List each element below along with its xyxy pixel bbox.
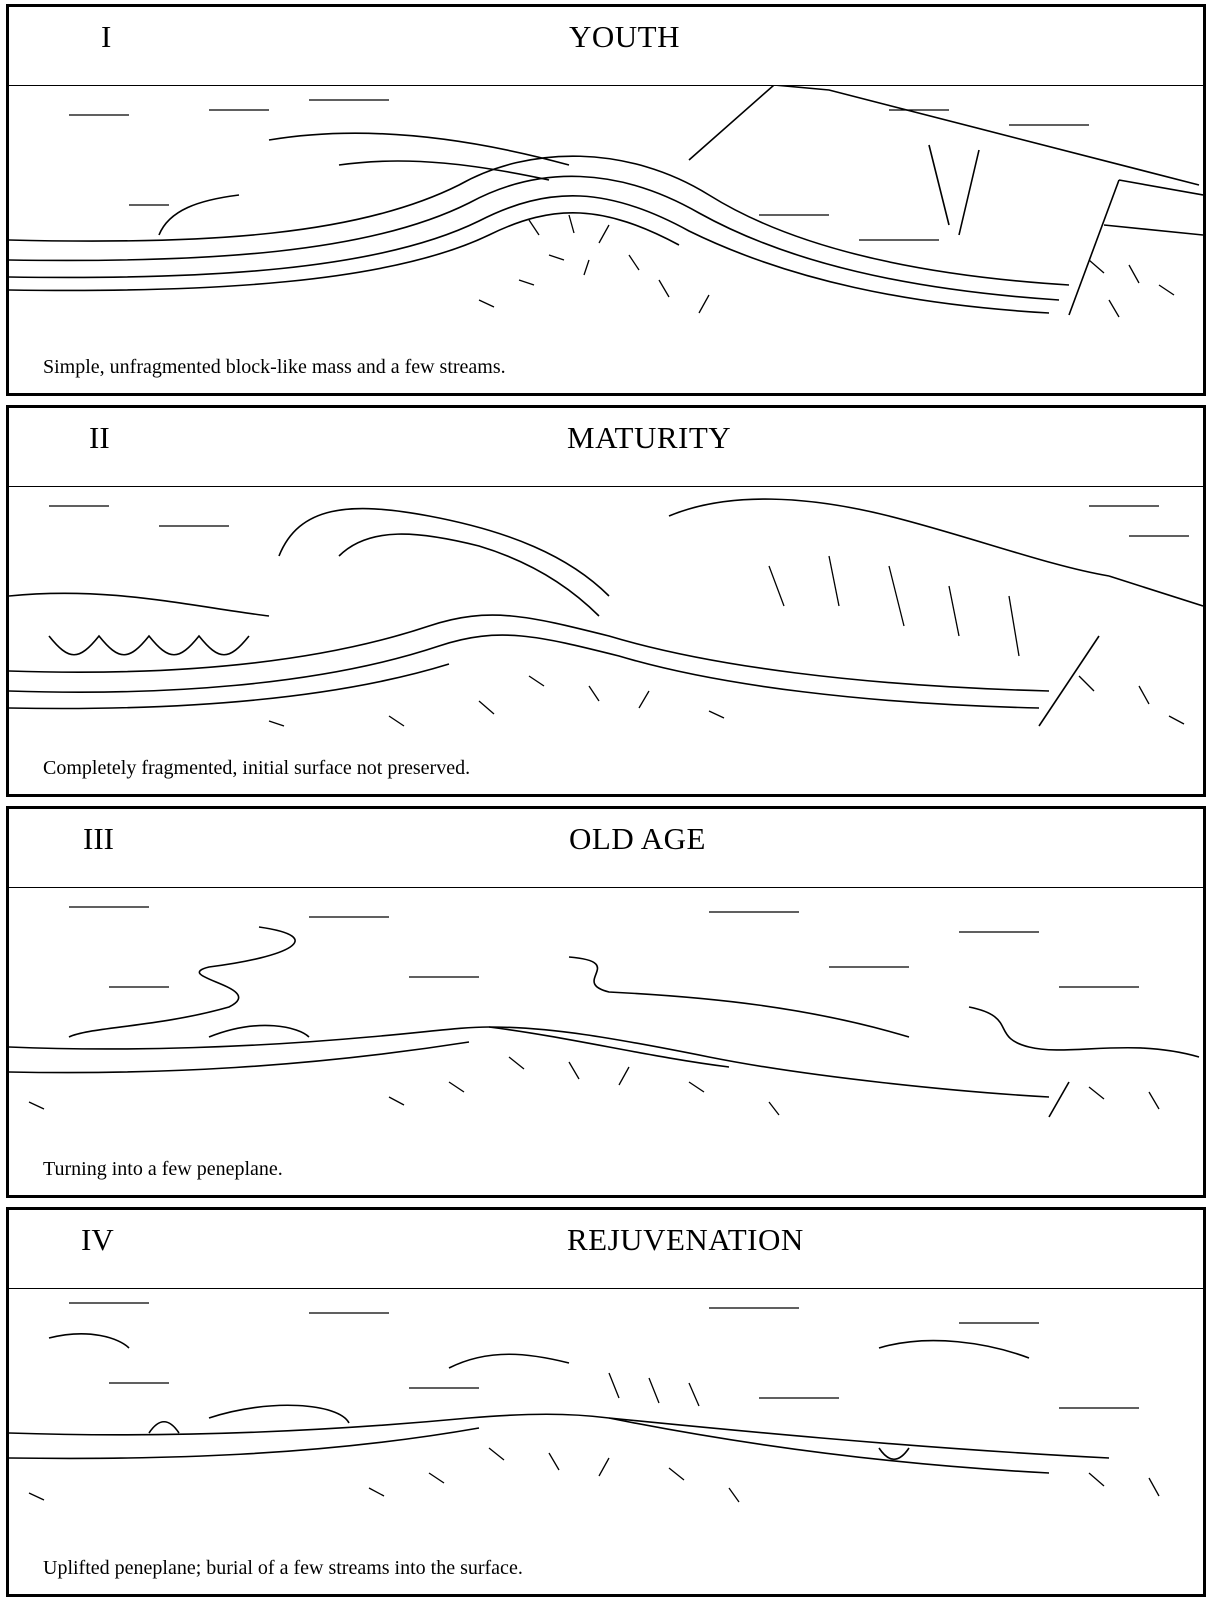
- panel-youth: I YOUTH: [6, 4, 1206, 396]
- stage-caption: Uplifted peneplane; burial of a few stre…: [43, 1557, 523, 1580]
- stage-numeral: II: [89, 420, 110, 456]
- stage-caption: Simple, unfragmented block-like mass and…: [43, 356, 506, 379]
- panel-old-age: III OLD AGE Turning into a few peneplane…: [6, 806, 1206, 1198]
- youth-landscape-illustration: [9, 85, 1203, 335]
- stage-numeral: I: [101, 19, 111, 55]
- panel-rejuvenation: IV REJUVENATION Uplifte: [6, 1207, 1206, 1597]
- stage-title: REJUVENATION: [567, 1222, 804, 1258]
- stage-title: OLD AGE: [569, 821, 706, 857]
- stage-title: MATURITY: [567, 420, 731, 456]
- stage-caption: Turning into a few peneplane.: [43, 1158, 283, 1181]
- rejuvenation-landscape-illustration: [9, 1288, 1203, 1538]
- stage-caption: Completely fragmented, initial surface n…: [43, 757, 470, 780]
- panel-maturity: II MATURITY Completely: [6, 405, 1206, 797]
- maturity-landscape-illustration: [9, 486, 1203, 736]
- stage-numeral: III: [83, 821, 114, 857]
- old-age-landscape-illustration: [9, 887, 1203, 1137]
- stage-numeral: IV: [81, 1222, 114, 1258]
- stage-title: YOUTH: [569, 19, 680, 55]
